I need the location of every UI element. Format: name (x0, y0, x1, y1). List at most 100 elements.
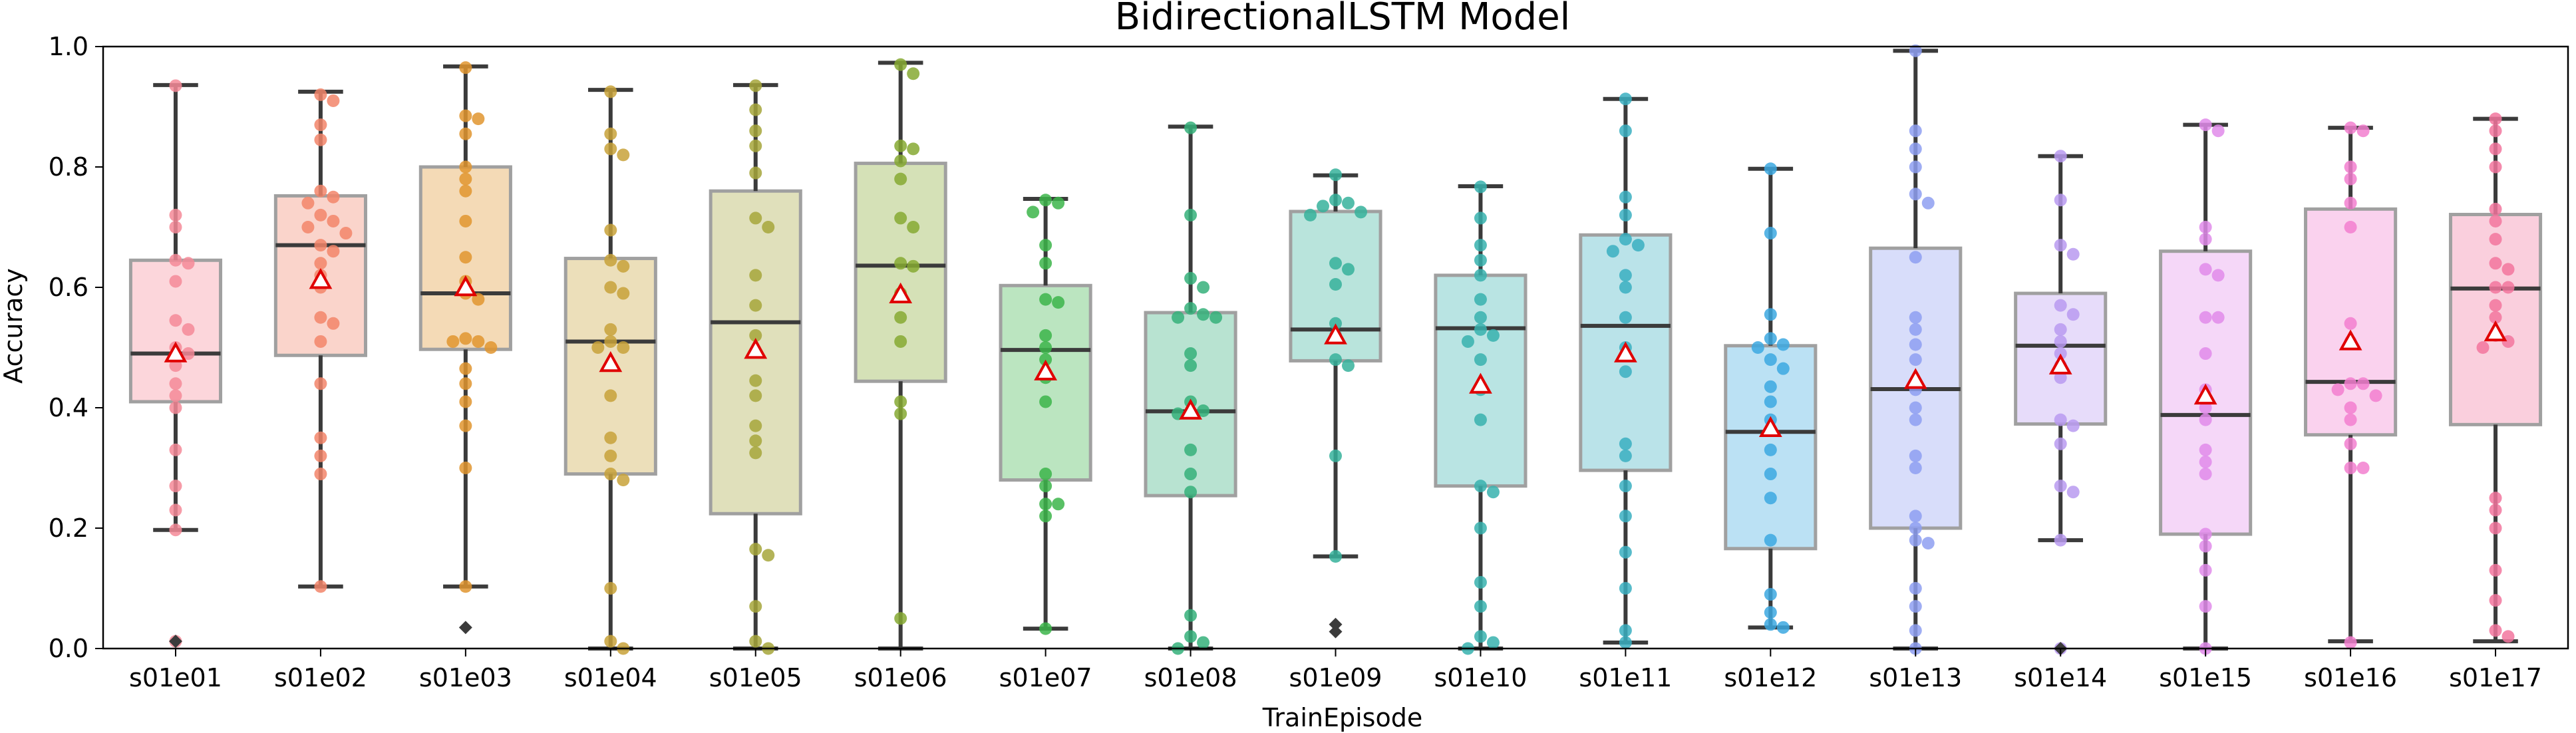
data-point (1751, 341, 1764, 354)
data-point (459, 462, 472, 474)
data-point (182, 323, 195, 336)
mean-marker (744, 338, 768, 359)
data-point (1909, 124, 1922, 138)
x-tick-label-s01e05: s01e05 (709, 663, 802, 692)
data-point (749, 434, 762, 448)
data-point (2054, 413, 2067, 426)
data-point (327, 214, 340, 227)
data-point (2054, 335, 2067, 348)
data-point (2356, 462, 2370, 474)
data-point (169, 314, 182, 327)
data-point (314, 311, 327, 324)
data-point (314, 580, 327, 593)
data-point (472, 112, 485, 126)
x-tick-label-s01e17: s01e17 (2449, 663, 2542, 692)
data-point (1474, 353, 1487, 366)
x-tick-label-s01e01: s01e01 (129, 663, 222, 692)
data-point (2489, 160, 2502, 174)
data-point (314, 449, 327, 462)
data-point (1474, 480, 1487, 493)
data-point (1197, 308, 1210, 321)
data-point (1909, 142, 1922, 156)
box-group-s01e13 (1869, 44, 1963, 655)
x-axis-label: TrainEpisode (1262, 703, 1422, 732)
data-point (327, 317, 340, 330)
data-point (446, 335, 460, 348)
x-tick-label-s01e10: s01e10 (1434, 663, 1527, 692)
data-point (894, 212, 907, 225)
data-point (2211, 311, 2225, 324)
data-point (2199, 311, 2212, 324)
x-tick-label-s01e13: s01e13 (1869, 663, 1962, 692)
data-point (1619, 208, 1632, 221)
data-point (2344, 462, 2357, 474)
data-point (2501, 263, 2515, 276)
y-tick-label: 0.4 (49, 393, 88, 422)
data-point (2344, 221, 2357, 233)
data-point (2054, 299, 2067, 312)
data-point (604, 142, 617, 156)
x-tick-label-s01e06: s01e06 (854, 663, 947, 692)
data-point (2344, 636, 2357, 649)
data-point (894, 257, 907, 270)
data-point (2054, 323, 2067, 336)
data-point (1909, 600, 1922, 613)
box-group-s01e01 (128, 79, 223, 649)
data-point (1342, 359, 1355, 372)
data-point (749, 389, 762, 402)
data-point (2344, 437, 2357, 450)
data-point (1909, 462, 1922, 474)
data-point (2489, 492, 2502, 505)
data-point (1172, 311, 1185, 324)
box-group-s01e05 (709, 79, 802, 655)
x-tick-label-s01e04: s01e04 (564, 663, 657, 692)
data-point (604, 431, 617, 444)
data-point (1474, 180, 1487, 194)
data-point (2344, 401, 2357, 414)
data-point (327, 245, 340, 258)
data-point (169, 389, 182, 402)
box-group-s01e04 (564, 85, 657, 655)
data-point (1039, 194, 1052, 207)
data-point (169, 79, 182, 92)
data-point (1909, 323, 1922, 336)
data-point (2489, 504, 2502, 517)
mean-marker (164, 341, 188, 363)
plot-frame (102, 45, 2569, 650)
data-point (1184, 208, 1198, 221)
mean-marker (599, 351, 623, 372)
data-point (2356, 124, 2370, 138)
data-point (2199, 455, 2212, 468)
data-point (1909, 188, 1922, 201)
data-point (1039, 395, 1052, 408)
data-point (591, 341, 605, 354)
data-point (2489, 281, 2502, 294)
data-point (749, 166, 762, 180)
data-point (301, 196, 315, 210)
data-point (749, 103, 762, 116)
data-point (2344, 196, 2357, 210)
data-point (314, 431, 327, 444)
data-point (1184, 630, 1198, 643)
data-point (1776, 621, 1790, 634)
data-point (1329, 168, 1342, 182)
data-point (1329, 277, 1342, 291)
data-point (1764, 533, 1777, 547)
data-point (301, 221, 315, 233)
mean-marker (2193, 383, 2217, 405)
mean-marker (2484, 320, 2507, 342)
data-point (2199, 263, 2212, 276)
data-point (314, 468, 327, 481)
data-point (2344, 377, 2357, 390)
data-point (1461, 335, 1474, 348)
data-point (2054, 480, 2067, 493)
x-tick-label-s01e12: s01e12 (1724, 663, 1817, 692)
data-point (749, 79, 762, 92)
data-point (1474, 212, 1487, 225)
data-point (2199, 413, 2212, 426)
mean-marker (309, 268, 333, 289)
data-point (604, 323, 617, 336)
data-point (1776, 338, 1790, 351)
data-point (1619, 269, 1632, 282)
data-point (169, 401, 182, 414)
